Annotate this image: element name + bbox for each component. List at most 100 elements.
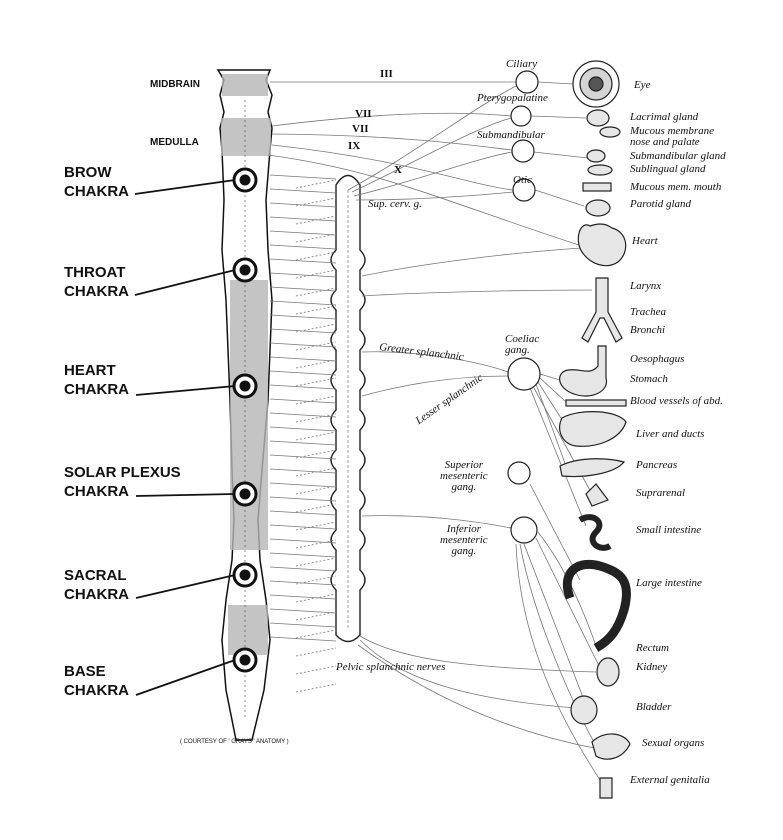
superior-mesenteric-ganglion	[507, 461, 531, 485]
peripheral-ramus-line	[295, 413, 337, 423]
nerve-fibre	[361, 351, 509, 373]
organ-label-sublingual: Sublingual gland	[630, 163, 706, 175]
ramus-line	[269, 636, 337, 642]
organ-label-kidney: Kidney	[636, 661, 668, 673]
organ-label-sexual-organs: Sexual organs	[642, 737, 705, 749]
kidney-illustration	[596, 657, 620, 687]
organ-label-bronchi: Bronchi	[630, 324, 666, 336]
peripheral-ramus-line	[295, 197, 337, 207]
ramus-line	[269, 188, 337, 194]
organ-label-larynx: Larynx	[630, 280, 662, 292]
organ-label-oesophagus: Oesophagus	[630, 353, 685, 365]
peripheral-ramus-line	[295, 575, 337, 585]
ramus-line	[269, 342, 337, 348]
peripheral-ramus-line	[295, 377, 337, 387]
sup-cerv-ganglion-label: Sup. cerv. g.	[368, 198, 422, 210]
ramus-line	[269, 622, 337, 628]
nerve-fibre	[347, 85, 517, 191]
throat-chakra-label: THROAT CHAKRA	[64, 264, 129, 300]
ramus-line	[269, 216, 337, 222]
ramus-line	[269, 496, 337, 502]
solar-chakra-center	[239, 488, 251, 500]
organ-label-submandibular-gland: Submandibular gland	[630, 150, 726, 162]
nerve-fibre	[535, 537, 601, 669]
heart-chakra-label: HEART CHAKRA	[64, 362, 129, 398]
organ-label-small-intestine: Small intestine	[636, 524, 702, 536]
sexual-organs-illustration	[591, 733, 631, 760]
ciliary-label: Ciliary	[506, 58, 538, 70]
organ-label-trachea: Trachea	[630, 306, 667, 318]
sacral-shading	[228, 605, 268, 655]
organ-label-large-intestine: Large intestine	[636, 577, 702, 589]
nerve-fibre	[539, 373, 561, 381]
peripheral-ramus-line	[295, 611, 337, 621]
nerve-fibres	[267, 81, 605, 787]
peripheral-ramus-line	[295, 251, 337, 261]
organ-label-suprarenal: Suprarenal	[636, 487, 686, 499]
small-intestine-illustration	[578, 514, 612, 551]
peripheral-ramus-line	[295, 521, 337, 531]
base-chakra-label: BASE CHAKRA	[64, 663, 129, 699]
organ-label-blood-vessels: Blood vessels of abd.	[630, 395, 723, 407]
nerve-fibre	[359, 635, 597, 673]
nerve-fibre	[535, 383, 567, 467]
chakra-points	[134, 167, 258, 696]
ramus-line	[269, 356, 337, 362]
ramus-line	[269, 482, 337, 488]
brow-chakra-leader-line	[134, 179, 236, 195]
inferior-mesenteric-ganglion	[510, 516, 538, 544]
pelvic-splanchnic-label: Pelvic splanchnic nerves	[336, 661, 446, 673]
nerve-fibre	[534, 189, 585, 207]
sympathetic-trunk	[330, 174, 366, 643]
peripheral-ramus-line	[295, 683, 337, 693]
sacral-chakra-label: SACRAL CHAKRA	[64, 567, 129, 603]
ramus-line	[269, 398, 337, 404]
nerve-fibre	[361, 247, 583, 277]
ramus-line	[269, 272, 337, 278]
large-intestine-illustration	[562, 559, 631, 652]
sacral-chakra-leader-line	[135, 574, 236, 599]
base-chakra-center	[239, 654, 251, 666]
ramus-line	[269, 412, 337, 418]
peripheral-ramus-line	[295, 593, 337, 603]
peripheral-ramus-line	[295, 323, 337, 333]
peripheral-ramus-line	[295, 539, 337, 549]
peripheral-ramus-line	[295, 467, 337, 477]
ramus-line	[269, 440, 337, 446]
ramus-line	[269, 426, 337, 432]
ramus-line	[269, 608, 337, 614]
nerve-fibre	[361, 515, 512, 529]
liver-illustration	[559, 411, 627, 447]
nerve-fibre	[523, 543, 585, 701]
ramus-line	[269, 286, 337, 292]
nerve-fibre	[533, 151, 589, 159]
brow-chakra-label: BROW CHAKRA	[64, 164, 129, 200]
ramus-line	[269, 468, 337, 474]
stomach-illustration	[559, 345, 608, 397]
ramus-line	[269, 538, 337, 544]
nerve-fibre	[271, 133, 513, 151]
organ-illustrations	[559, 60, 631, 799]
thoracic-shading	[230, 280, 268, 550]
peripheral-ramus-line	[295, 431, 337, 441]
peripheral-ramus-line	[295, 359, 337, 369]
peripheral-ramus-line	[295, 287, 337, 297]
ramus-line	[269, 230, 337, 236]
peripheral-ramus-line	[295, 485, 337, 495]
external-genitalia-illustration	[599, 777, 613, 799]
nerve-fibre	[267, 154, 583, 247]
ramus-line	[269, 202, 337, 208]
ramus-line	[269, 594, 337, 600]
abdominal-vessels-illustration	[565, 399, 627, 407]
peripheral-ramus-line	[295, 647, 337, 657]
coeliac-label: Coeliac gang.	[505, 333, 540, 356]
cranial-nerve-vii-second-label: VII	[352, 123, 369, 135]
nerve-fibre	[359, 639, 577, 709]
peripheral-ganglia	[507, 70, 541, 544]
nerve-fibre	[537, 81, 574, 85]
solar-plexus-chakra-label: SOLAR PLEXUS CHAKRA	[64, 464, 181, 500]
heart-chakra-leader-line	[135, 385, 236, 396]
otic-label: Otic	[513, 174, 532, 186]
pterygopalatine-label: Pterygopalatine	[477, 92, 548, 104]
